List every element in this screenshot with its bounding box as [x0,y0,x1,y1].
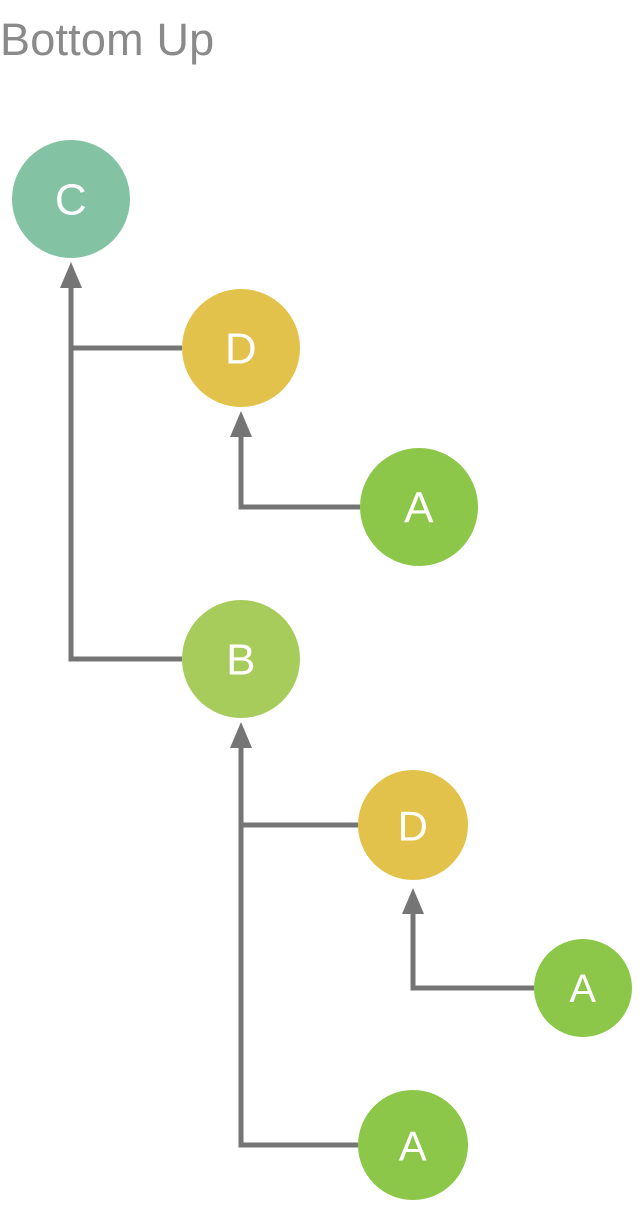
arrow-head-icon [230,722,252,748]
edge-a-bottom-to-b-mid [238,825,358,1148]
node-circle[interactable] [358,1090,468,1200]
node-circle[interactable] [360,448,478,566]
edge-line [410,900,534,991]
edge-line [68,274,182,351]
node-label: A [569,967,596,1011]
node-label: A [404,484,434,533]
node-circle[interactable] [534,939,632,1037]
arrow-head-icon [60,262,82,288]
edge-d-upper-to-c-root [60,262,182,351]
arrow-head-icon [230,411,252,437]
node-label: D [225,325,257,374]
edge-b-mid-to-c-root [68,348,182,662]
edge-line [238,734,358,828]
node-label: A [399,1123,428,1170]
nodes-layer: C D A B D A A [12,140,632,1200]
node-a-bottom[interactable]: A [358,1090,468,1200]
node-c-root[interactable]: C [12,140,130,258]
edge-line [238,423,360,510]
arrow-head-icon [402,888,424,914]
node-circle[interactable] [12,140,130,258]
node-label: B [226,636,256,685]
edge-line [238,825,358,1148]
edges-layer [60,262,534,1148]
node-circle[interactable] [358,770,468,880]
page-title: Bottom Up [0,14,215,65]
node-b-mid[interactable]: B [182,600,300,718]
node-label: D [398,803,429,850]
node-d-lower[interactable]: D [358,770,468,880]
edge-line [68,348,182,662]
edge-a-right-to-d-lower [402,888,534,991]
node-circle[interactable] [182,600,300,718]
node-a-right[interactable]: A [534,939,632,1037]
node-a-upper[interactable]: A [360,448,478,566]
edge-a-upper-to-d-upper [230,411,360,510]
edge-d-lower-to-b-mid [230,722,358,828]
node-circle[interactable] [182,289,300,407]
node-label: C [55,176,87,225]
node-d-upper[interactable]: D [182,289,300,407]
